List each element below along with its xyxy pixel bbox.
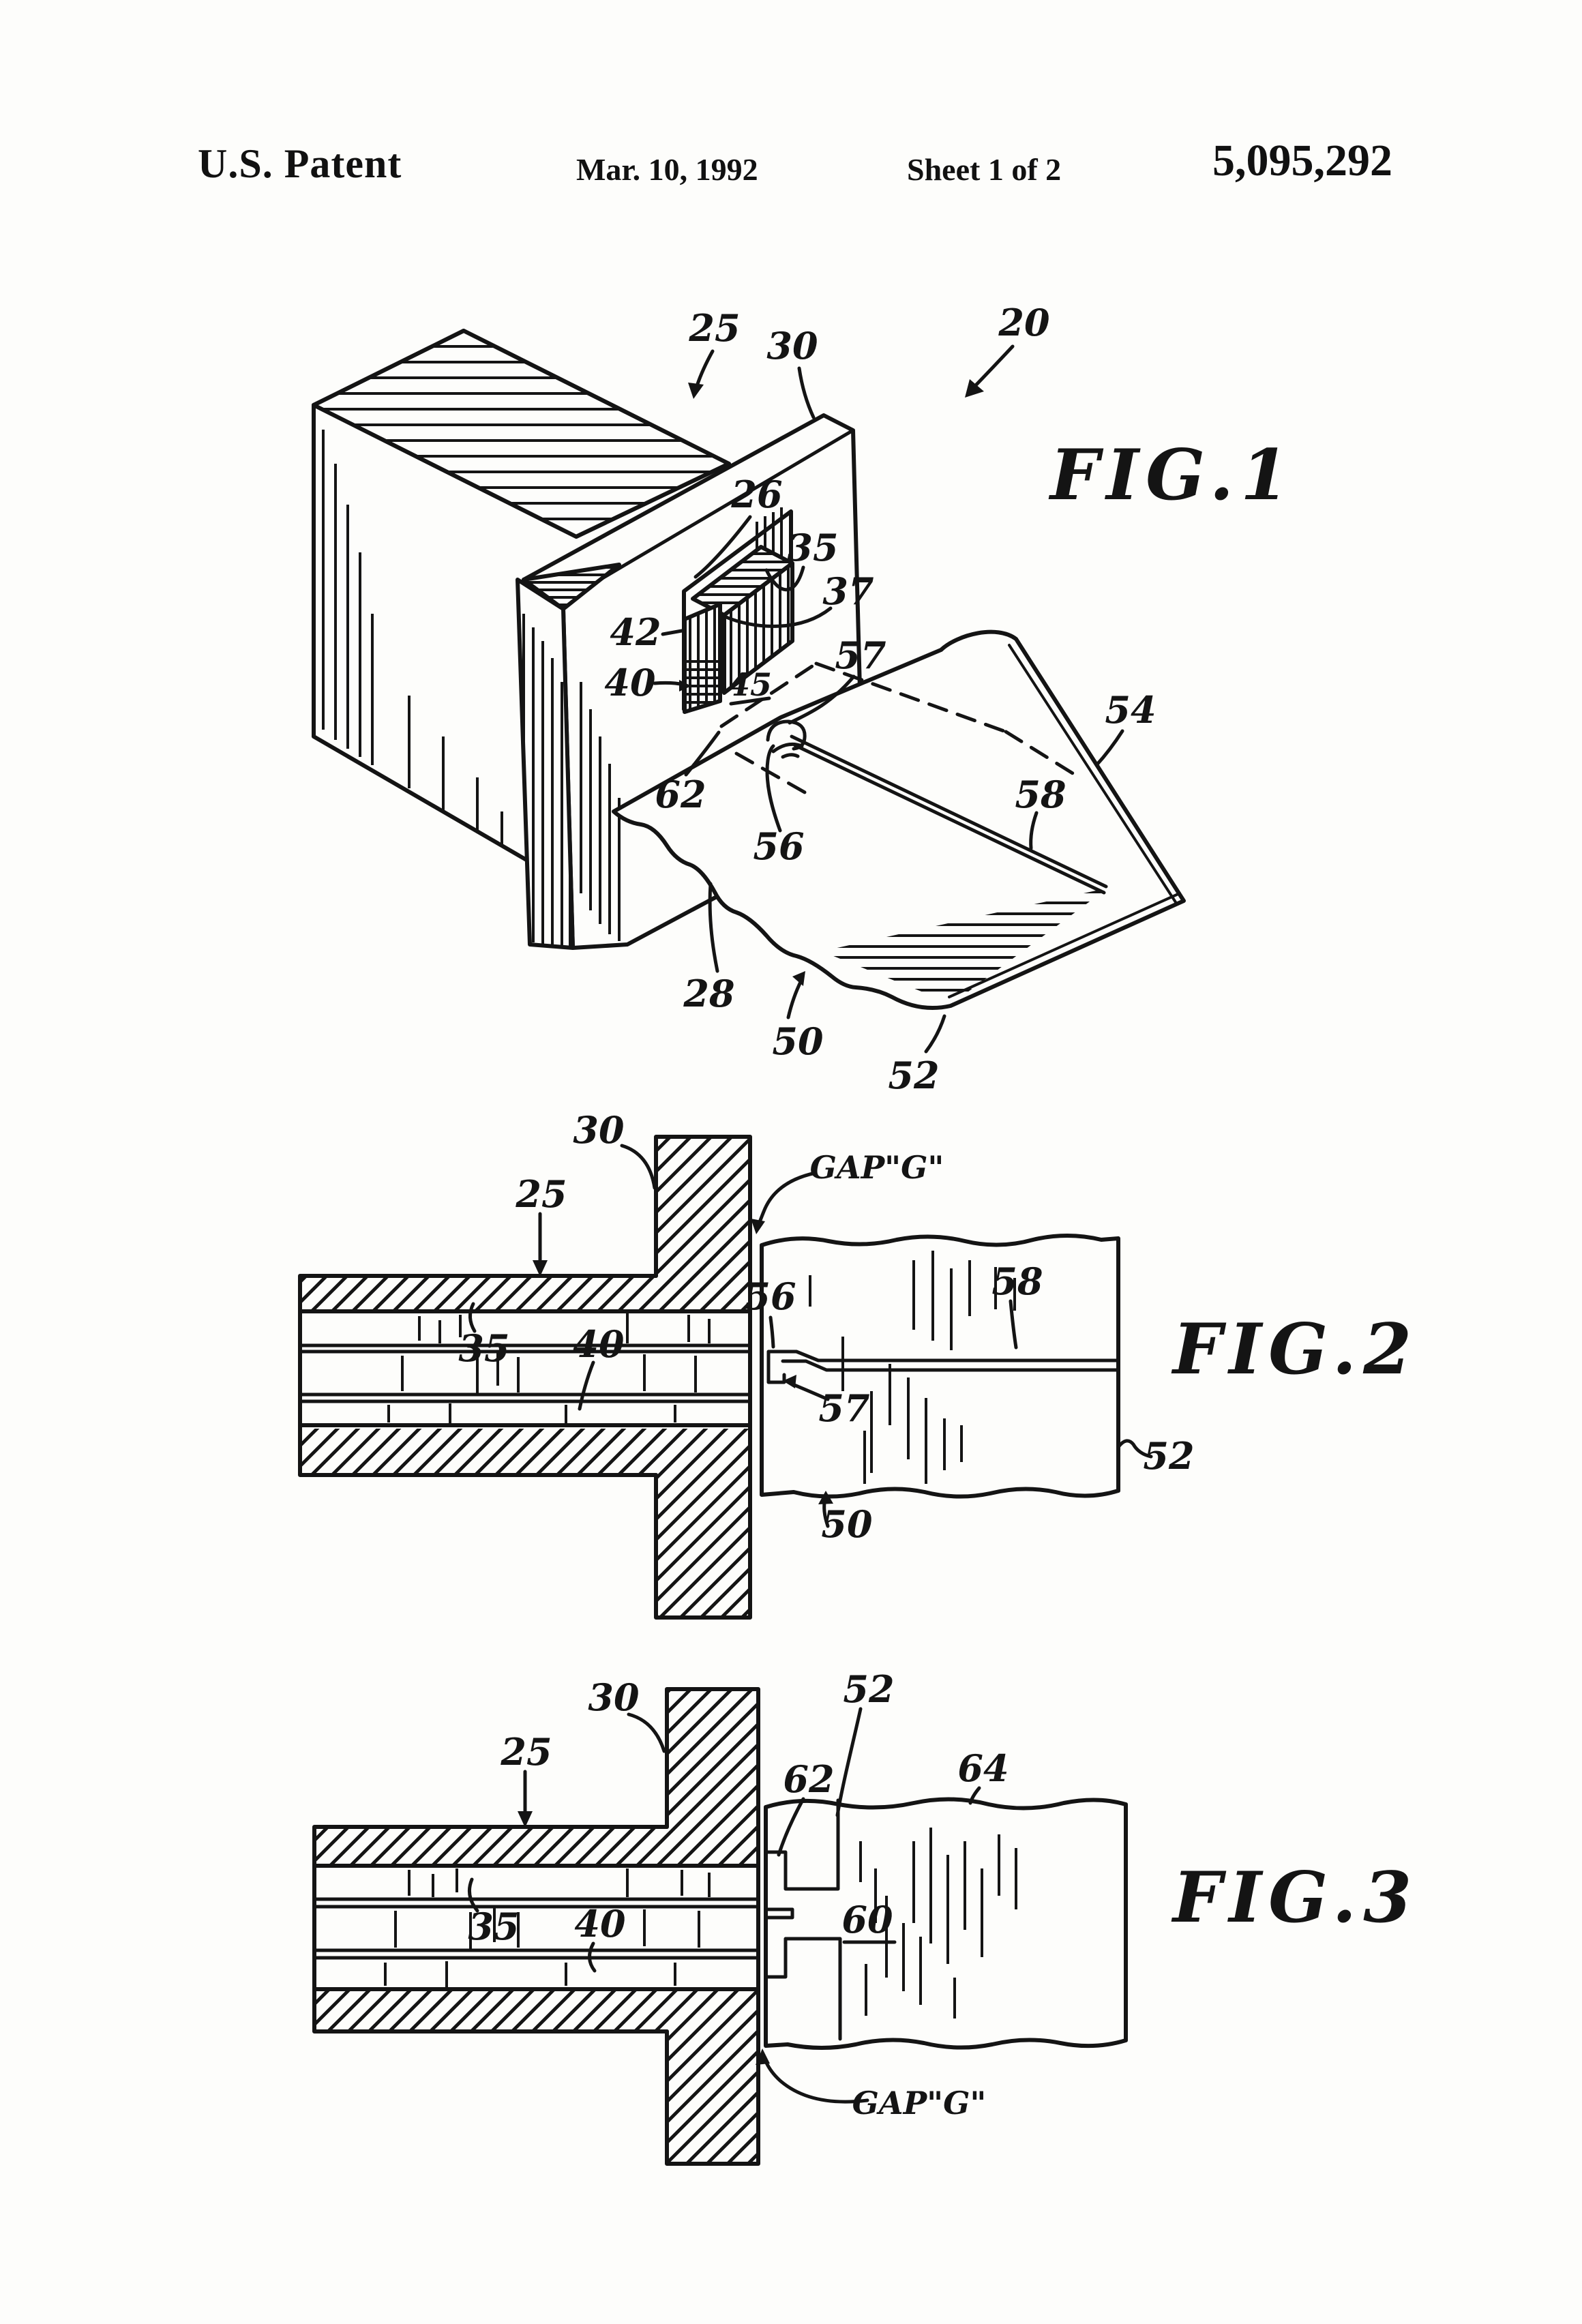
ref-label-50: 50	[821, 1502, 872, 1546]
wall-and-flange-hatched	[312, 1687, 760, 2166]
ref-label-40: 40	[573, 1322, 624, 1366]
ref-label-26: 26	[730, 473, 782, 516]
figure-3-caption: FIG.3	[1171, 1857, 1418, 1939]
ref-label-37: 37	[822, 569, 874, 613]
figure-2-section-drawing: 30 25 GAP"G" 56 58 57 52 50 35 40 FIG.2	[298, 1108, 1418, 1620]
ref-label-20: 20	[998, 301, 1049, 344]
ref-label-54: 54	[1105, 688, 1156, 732]
ref-label-30: 30	[573, 1108, 624, 1152]
ref-label-62: 62	[655, 773, 706, 816]
ref-label-58: 58	[1015, 773, 1066, 816]
patent-header-sheet: Sheet 1 of 2	[907, 152, 1062, 187]
ref-label-45: 45	[728, 666, 772, 703]
ref-label-40: 40	[574, 1902, 625, 1946]
patent-header-title: U.S. Patent	[198, 141, 402, 186]
ref-label-35: 35	[458, 1326, 509, 1370]
clip-seam-56-58	[766, 1350, 1120, 1384]
figure-3-section-drawing: 30 25 52 62 64 35 40 60 GAP"G" FIG.3	[312, 1667, 1418, 2166]
ref-label-64: 64	[957, 1746, 1009, 1790]
figure-1-caption: FIG.1	[1048, 434, 1296, 516]
ref-label-50: 50	[772, 1019, 823, 1063]
ref-label-56: 56	[745, 1275, 796, 1318]
ref-label-30: 30	[588, 1675, 639, 1719]
seam-58-line	[790, 734, 1108, 895]
ref-label-62: 62	[783, 1757, 834, 1801]
ref-label-35: 35	[787, 526, 838, 569]
panel-face-shading	[580, 682, 621, 941]
ref-label-58: 58	[991, 1260, 1043, 1303]
gap-g-label: GAP"G"	[852, 2085, 987, 2121]
fig1-leader-lines	[653, 344, 1124, 1054]
ref-label-40: 40	[604, 661, 655, 704]
ref-label-30: 30	[766, 324, 818, 368]
patent-header-date: Mar. 10, 1992	[576, 152, 758, 187]
sheet-edge-thickness	[1008, 644, 1178, 906]
figure-2-caption: FIG.2	[1171, 1309, 1418, 1390]
ref-label-28: 28	[683, 972, 734, 1015]
ref-label-25: 25	[688, 306, 740, 350]
ref-label-25: 25	[500, 1730, 552, 1774]
ref-label-56: 56	[753, 824, 804, 868]
ref-label-52: 52	[1143, 1434, 1194, 1478]
mounting-box-25	[312, 329, 731, 862]
fig2-leader-lines	[468, 1144, 1153, 1528]
ref-label-25: 25	[515, 1172, 567, 1216]
ref-label-35: 35	[468, 1905, 519, 1948]
siding-panel-64	[764, 1797, 1128, 2050]
fig3-leader-lines	[467, 1707, 981, 2104]
patent-header-number: 5,095,292	[1212, 136, 1392, 185]
sheet-50	[612, 629, 1186, 1011]
ref-label-52: 52	[888, 1054, 939, 1097]
core-layer-shading	[387, 1313, 711, 1424]
ref-label-57: 57	[835, 634, 886, 677]
panel-shading	[809, 1251, 1016, 1484]
figure-1-perspective-drawing: 25 30 20 26 35 37 42 40 45 57 54 62 56 5…	[312, 301, 1296, 1097]
hidden-edge-dashed-62	[719, 661, 1078, 795]
box-front-shading	[322, 430, 503, 846]
clip-56-detail	[766, 719, 807, 759]
ref-label-60: 60	[841, 1898, 893, 1941]
siding-panel-52	[760, 1234, 1120, 1499]
gap-g-label: GAP"G"	[810, 1149, 944, 1186]
ref-label-52: 52	[843, 1667, 894, 1711]
ref-label-42: 42	[610, 610, 661, 654]
panel-shading	[859, 1828, 1017, 2018]
wall-and-flange-hatched	[298, 1135, 752, 1620]
ref-label-57: 57	[818, 1386, 869, 1430]
core-layer-shading	[384, 1868, 711, 1987]
